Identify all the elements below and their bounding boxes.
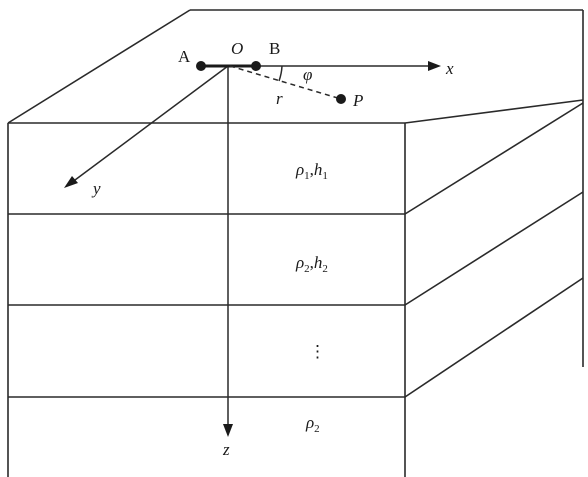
label-b: B	[269, 39, 280, 58]
label-phi: φ	[303, 65, 312, 84]
label-r: r	[276, 89, 283, 108]
front-face	[7, 123, 406, 477]
angle-arc-phi	[278, 65, 283, 82]
label-a: A	[178, 47, 191, 66]
side-face	[404, 100, 584, 398]
y-axis	[64, 65, 229, 188]
point-b	[251, 61, 261, 71]
layer-ellipsis: ⋮	[309, 342, 326, 361]
layer-2-label: ρ2,h2	[295, 253, 328, 275]
layer-n-label: ρ2	[305, 413, 320, 435]
label-x: x	[445, 59, 454, 78]
label-o: O	[231, 39, 243, 58]
x-axis	[255, 61, 441, 71]
label-p: P	[352, 91, 363, 110]
point-a	[196, 61, 206, 71]
top-face	[7, 9, 584, 124]
layer-1-label: ρ1,h1	[295, 160, 328, 182]
radius-line-r	[229, 65, 342, 100]
label-y: y	[91, 179, 101, 198]
point-p	[336, 94, 346, 104]
z-axis	[223, 66, 233, 437]
label-z: z	[222, 440, 230, 459]
